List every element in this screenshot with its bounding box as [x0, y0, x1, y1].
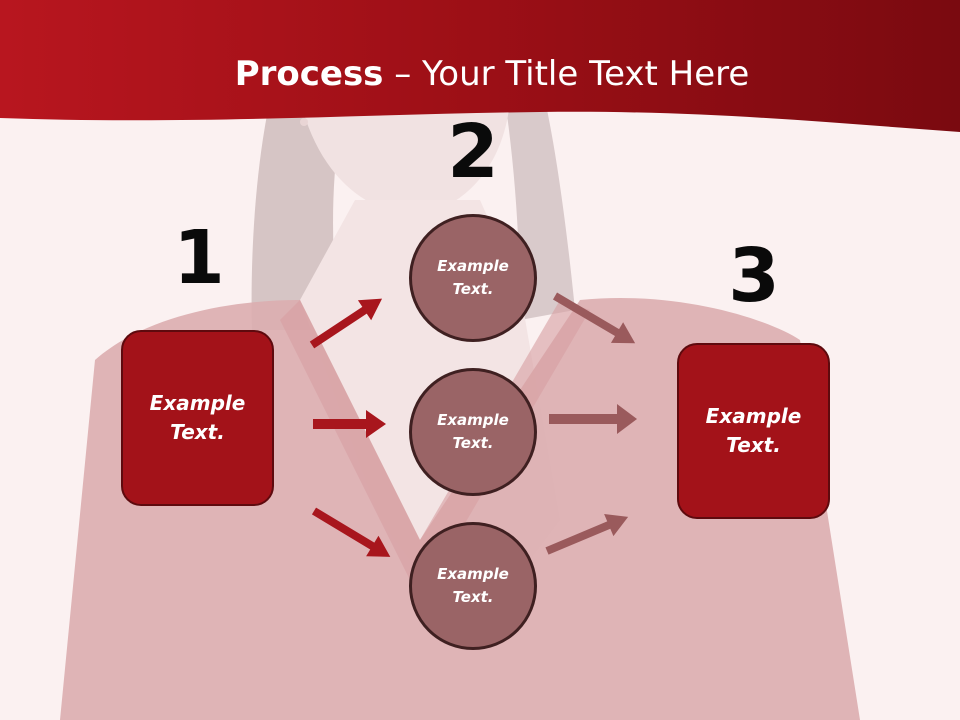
arrow-down-right-icon [311, 507, 391, 557]
arrows-left-group [309, 298, 391, 557]
circle-bottom-line2: Text. [452, 588, 494, 606]
step1-text-line1: Example [149, 391, 246, 415]
step2-circle-bottom: Example Text. [409, 522, 537, 650]
step-number-3: 3 [728, 233, 780, 319]
step2-circle-top: Example Text. [409, 214, 537, 342]
step-number-2: 2 [447, 109, 499, 195]
arrows-right-group [545, 292, 637, 555]
circle-middle-line1: Example [437, 411, 509, 429]
page-title: Process – Your Title Text Here [0, 52, 960, 96]
arrow-right-icon-2 [549, 404, 637, 434]
circle-bottom-line1: Example [437, 565, 509, 583]
arrow-right-icon [313, 410, 386, 438]
step-number-1: 1 [173, 215, 225, 301]
arrow-up-right-icon [309, 298, 383, 349]
arrow-down-right-icon-2 [552, 292, 636, 344]
step1-text-line2: Text. [170, 420, 225, 444]
circle-middle-line2: Text. [452, 434, 494, 452]
step3-box: Example Text. [677, 343, 830, 519]
step2-circle-middle: Example Text. [409, 368, 537, 496]
circle-top-line2: Text. [452, 280, 494, 298]
title-rest: – Your Title Text Here [383, 54, 750, 94]
step1-box: Example Text. [121, 330, 274, 506]
arrow-up-right-icon-2 [545, 513, 629, 555]
step3-text-line1: Example [705, 404, 802, 428]
circle-top-line1: Example [437, 257, 509, 275]
title-bold: Process [234, 54, 384, 94]
step3-text-line2: Text. [726, 433, 781, 457]
